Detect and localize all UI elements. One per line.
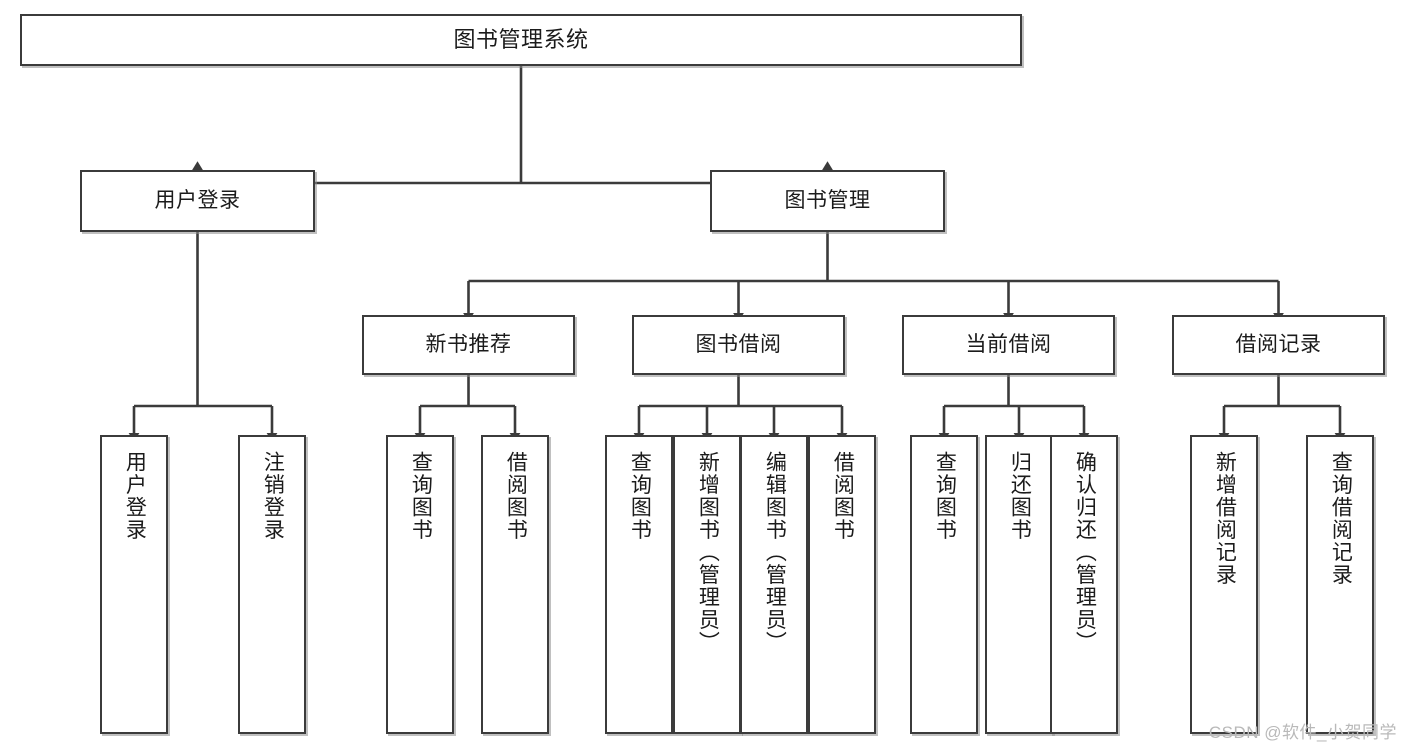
node-leaf-query-record-label: 查询借阅记录 (1329, 451, 1353, 586)
node-book-manage-label: 图书管理 (784, 189, 871, 213)
node-leaf-query-book-1[interactable]: 查询图书 (386, 435, 454, 734)
node-book-borrow-label: 图书借阅 (695, 333, 782, 357)
node-leaf-return-book-label: 归还图书 (1008, 451, 1032, 541)
csdn-watermark: CSDN @软件_小贺同学 (1208, 723, 1397, 742)
node-leaf-borrow-book-2[interactable]: 借阅图书 (808, 435, 876, 734)
node-book-manage[interactable]: 图书管理 (710, 170, 945, 232)
node-leaf-query-book-2[interactable]: 查询图书 (605, 435, 673, 734)
node-borrow-record[interactable]: 借阅记录 (1172, 315, 1385, 375)
node-leaf-query-book-2-label: 查询图书 (628, 451, 652, 541)
node-leaf-add-record-label: 新增借阅记录 (1213, 451, 1237, 586)
node-leaf-query-book-3[interactable]: 查询图书 (910, 435, 978, 734)
node-current-borrow-label: 当前借阅 (965, 333, 1052, 357)
node-leaf-return-book[interactable]: 归还图书 (985, 435, 1053, 734)
node-root-label: 图书管理系统 (453, 26, 589, 52)
node-leaf-borrow-book-1-label: 借阅图书 (504, 451, 528, 541)
node-leaf-add-book-label: 新增图书（管理员） (696, 451, 720, 654)
node-leaf-user-login-label: 用户登录 (123, 451, 147, 541)
node-leaf-confirm-return-label: 确认归还（管理员） (1073, 451, 1097, 654)
node-leaf-query-record[interactable]: 查询借阅记录 (1306, 435, 1374, 734)
node-new-book-recommend-label: 新书推荐 (425, 333, 512, 357)
node-leaf-add-book[interactable]: 新增图书（管理员） (673, 435, 741, 734)
node-leaf-edit-book-label: 编辑图书（管理员） (763, 451, 787, 654)
node-leaf-logout-login-label: 注销登录 (261, 451, 285, 541)
node-leaf-add-record[interactable]: 新增借阅记录 (1190, 435, 1258, 734)
node-leaf-borrow-book-1[interactable]: 借阅图书 (481, 435, 549, 734)
node-user-login-label: 用户登录 (154, 189, 241, 213)
node-current-borrow[interactable]: 当前借阅 (902, 315, 1115, 375)
node-leaf-query-book-3-label: 查询图书 (933, 451, 957, 541)
node-leaf-user-login[interactable]: 用户登录 (100, 435, 168, 734)
node-new-book-recommend[interactable]: 新书推荐 (362, 315, 575, 375)
node-leaf-confirm-return[interactable]: 确认归还（管理员） (1050, 435, 1118, 734)
node-user-login[interactable]: 用户登录 (80, 170, 315, 232)
node-leaf-logout-login[interactable]: 注销登录 (238, 435, 306, 734)
node-book-borrow[interactable]: 图书借阅 (632, 315, 845, 375)
node-borrow-record-label: 借阅记录 (1235, 333, 1322, 357)
node-leaf-query-book-1-label: 查询图书 (409, 451, 433, 541)
node-root[interactable]: 图书管理系统 (20, 14, 1022, 66)
node-leaf-edit-book[interactable]: 编辑图书（管理员） (740, 435, 808, 734)
node-leaf-borrow-book-2-label: 借阅图书 (831, 451, 855, 541)
